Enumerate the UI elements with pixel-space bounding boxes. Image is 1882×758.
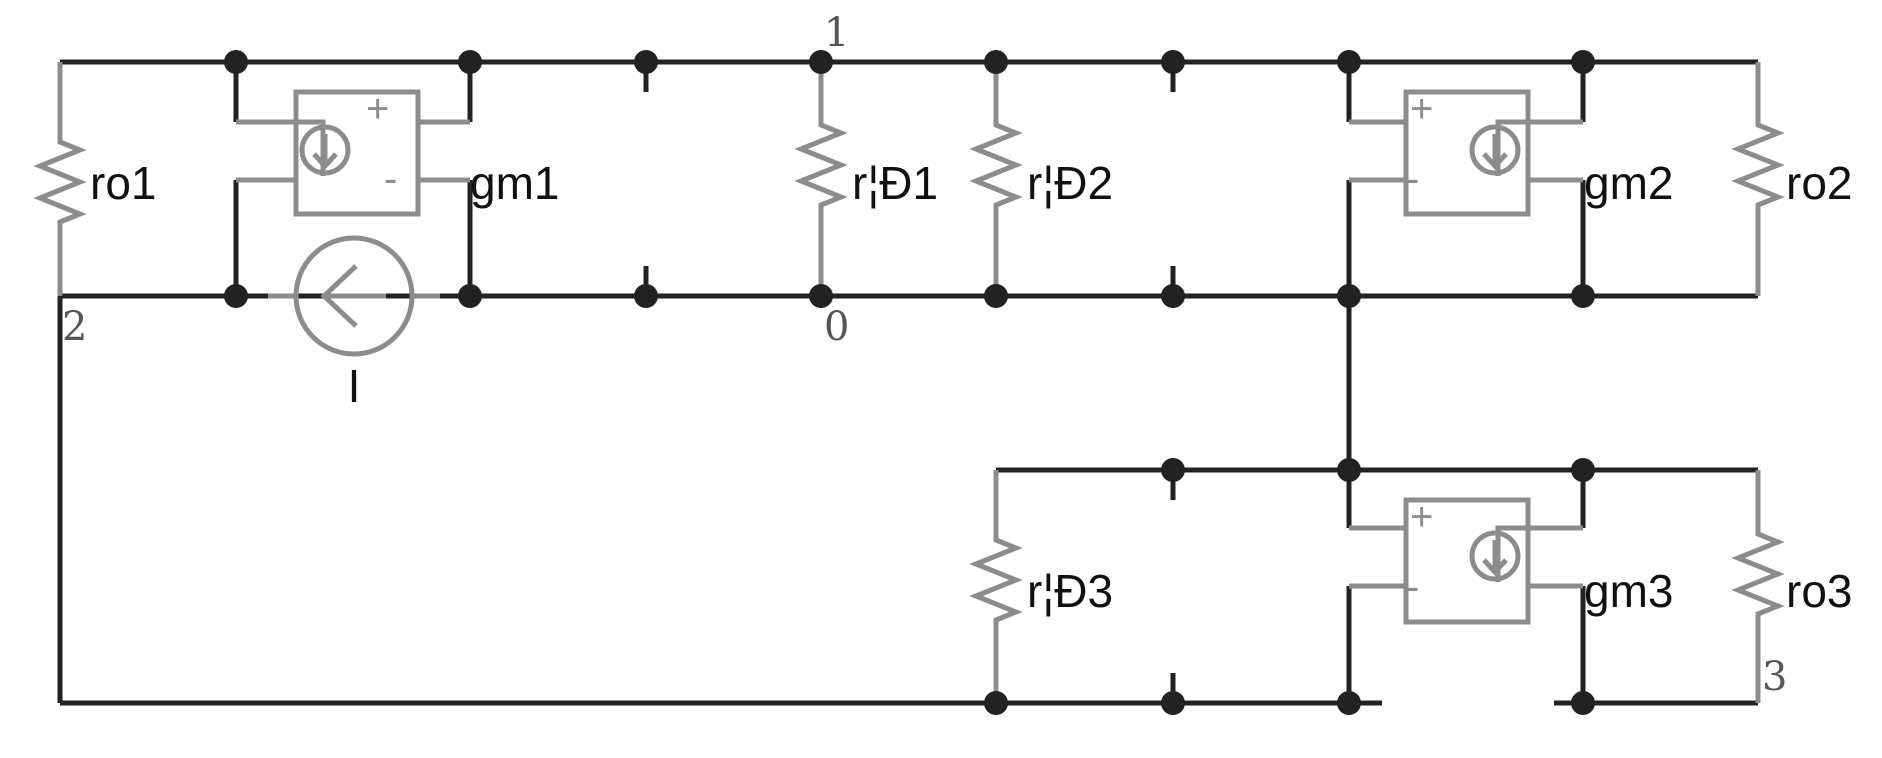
- junction-dot-icon: [224, 50, 248, 74]
- vccs-icon: [1349, 89, 1583, 217]
- resistor-ro1-label: ro1: [90, 157, 156, 209]
- junction-dot-icon: [1337, 50, 1361, 74]
- resistor-rpi2: r¦Ð2: [969, 62, 1113, 296]
- junction-dot-icon: [984, 50, 1008, 74]
- resistor-icon: [1731, 470, 1785, 703]
- resistor-icon: [33, 62, 87, 296]
- node-label-3: 3: [1762, 654, 1787, 700]
- resistor-rpi1-label: r¦Ð1: [852, 157, 938, 209]
- vccs-gm3: + - gm3: [1349, 495, 1673, 625]
- junction-dot-icon: [634, 50, 658, 74]
- resistor-ro3-label: ro3: [1786, 565, 1852, 617]
- vccs-icon: [236, 89, 470, 217]
- resistor-icon: [1731, 62, 1785, 296]
- junction-dot-icon: [1161, 50, 1185, 74]
- vccs-gm2: + - gm2: [1349, 87, 1673, 217]
- resistor-ro3: ro3: [1731, 470, 1852, 703]
- junction-dot-icon: [809, 284, 833, 308]
- junction-dots: [224, 50, 1595, 715]
- resistor-rpi2-label: r¦Ð2: [1027, 157, 1113, 209]
- vccs-gm1: + - gm1: [236, 87, 559, 217]
- junction-dot-icon: [1337, 458, 1361, 482]
- vccs-gm3-minus: -: [1406, 565, 1419, 609]
- junction-dot-icon: [634, 284, 658, 308]
- vccs-gm3-plus: +: [1410, 495, 1433, 539]
- junction-dot-icon: [809, 50, 833, 74]
- junction-dot-icon: [224, 284, 248, 308]
- junction-dot-icon: [1161, 691, 1185, 715]
- junction-dot-icon: [458, 50, 482, 74]
- resistor-icon: [969, 62, 1023, 296]
- resistor-ro2-label: ro2: [1786, 157, 1852, 209]
- junction-dot-icon: [1161, 284, 1185, 308]
- junction-dot-icon: [1571, 284, 1595, 308]
- vccs-icon: [1349, 497, 1583, 625]
- junction-dot-icon: [458, 284, 482, 308]
- vccs-gm1-label: gm1: [470, 157, 559, 209]
- current-source-i: I: [268, 235, 440, 412]
- current-source-label: I: [348, 360, 361, 412]
- node-label-0: 0: [824, 304, 849, 350]
- junction-dot-icon: [1161, 458, 1185, 482]
- vccs-gm3-label: gm3: [1584, 565, 1673, 617]
- current-source-icon: [268, 235, 440, 357]
- resistor-rpi3: r¦Ð3: [969, 470, 1113, 703]
- vccs-gm2-plus: +: [1410, 87, 1433, 131]
- node-label-1: 1: [824, 10, 849, 56]
- vccs-gm1-minus: -: [384, 157, 397, 201]
- vccs-gm2-minus: -: [1406, 157, 1419, 201]
- junction-dot-icon: [1571, 50, 1595, 74]
- resistor-rpi3-label: r¦Ð3: [1027, 565, 1113, 617]
- resistor-icon: [794, 62, 848, 296]
- junction-dot-icon: [1337, 691, 1361, 715]
- junction-dot-icon: [1571, 691, 1595, 715]
- resistor-icon: [969, 470, 1023, 703]
- resistor-ro1: ro1: [33, 62, 156, 296]
- resistor-rpi1: r¦Ð1: [794, 62, 938, 296]
- node-label-2: 2: [62, 304, 87, 350]
- resistor-ro2: ro2: [1731, 62, 1852, 296]
- vccs-gm1-plus: +: [366, 87, 389, 131]
- vccs-gm2-label: gm2: [1584, 157, 1673, 209]
- junction-dot-icon: [984, 284, 1008, 308]
- junction-dot-icon: [1337, 284, 1361, 308]
- junction-dot-icon: [1571, 458, 1595, 482]
- junction-dot-icon: [984, 691, 1008, 715]
